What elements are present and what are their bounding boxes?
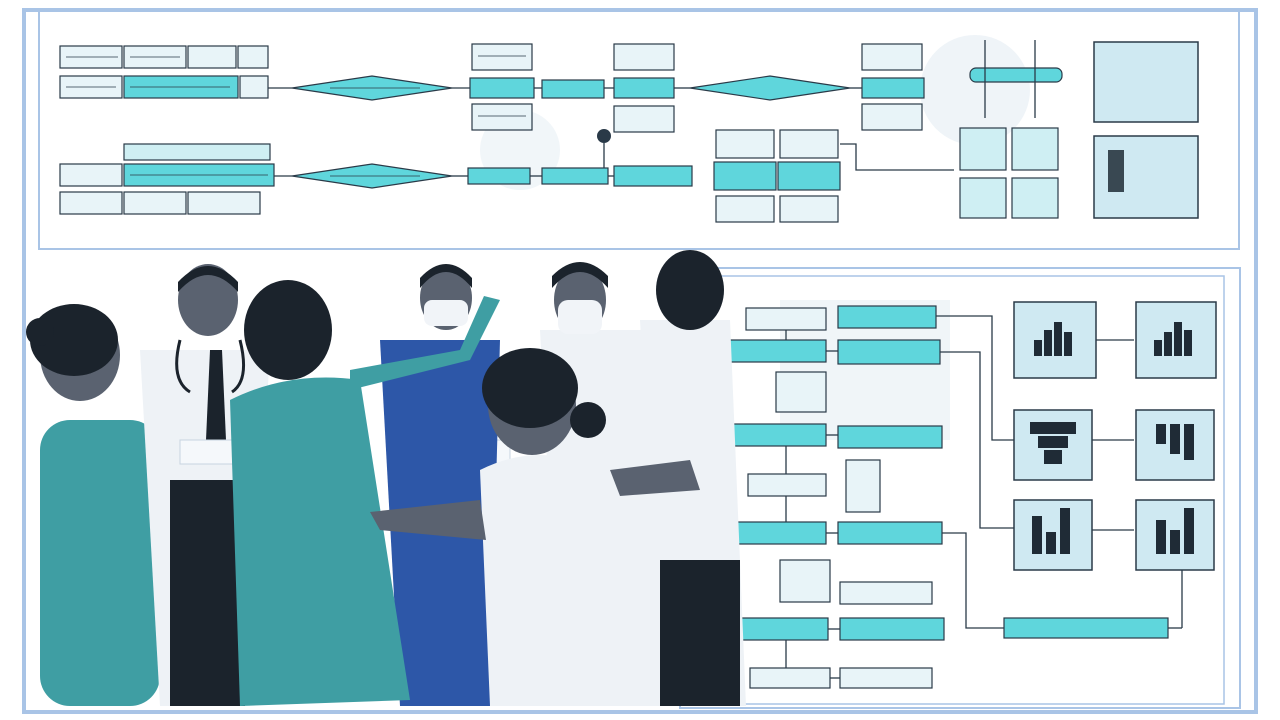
patient-figure	[370, 348, 620, 706]
flow-column-left	[715, 307, 831, 689]
flow-column-middle	[826, 305, 1014, 689]
nurse-figure	[26, 304, 160, 706]
flow-row-1	[59, 40, 1063, 133]
info-tile	[1093, 41, 1199, 123]
bar-chart-icon	[1013, 301, 1097, 379]
bar-chart-icon	[1013, 409, 1093, 481]
flow-row-2	[59, 127, 1059, 223]
bar-chart-icon	[1013, 499, 1093, 571]
top-flowchart-panel	[38, 10, 1240, 250]
summary-bar	[1003, 617, 1169, 639]
medical-team	[26, 250, 746, 706]
stethoscope-icon	[175, 339, 246, 394]
bar-chart-icon	[1135, 409, 1215, 481]
bar-chart-icon	[1135, 499, 1215, 571]
nurse-back-figure	[230, 280, 500, 706]
bar-chart-icon	[1135, 301, 1217, 379]
doctor-right-figure	[610, 250, 746, 706]
